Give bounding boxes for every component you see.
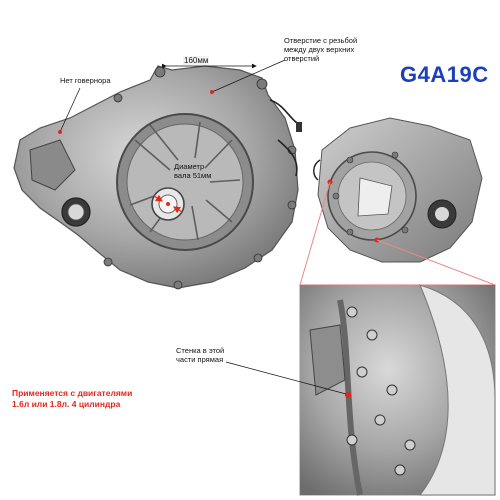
wall-line2: части прямая [176, 355, 224, 364]
applies-line1: Применяется с двигателями [12, 388, 133, 398]
shaft-line1: Диаметр [174, 162, 205, 171]
zoom-inset [299, 181, 496, 496]
dimension-label: 160мм [183, 56, 210, 65]
no-governor-text: Нет говернора [60, 76, 111, 85]
main-housing [13, 65, 302, 290]
no-governor-label: Нет говернора [60, 76, 111, 85]
model-title: G4A19C [400, 62, 489, 87]
wall-label: Стенка в этой части прямая [176, 346, 224, 364]
threaded-hole-label: Отверстие с резьбой между двух верхних о… [284, 36, 357, 63]
shaft-line2: вала 51мм [174, 171, 212, 180]
wall-line1: Стенка в этой [176, 346, 225, 355]
applies-note: Применяется с двигателями 1.6л или 1.8л.… [12, 388, 132, 410]
threaded-hole-line1: Отверстие с резьбой [284, 36, 358, 45]
applies-line2: 1.6л или 1.8л. 4 цилиндра [12, 399, 121, 409]
shaft-diameter-label: Диаметр вала 51мм [174, 162, 211, 180]
annotations [58, 59, 347, 395]
threaded-hole-line3: отверстий [284, 54, 320, 63]
secondary-housing [313, 117, 483, 263]
threaded-hole-line2: между двух верхних [284, 45, 355, 54]
